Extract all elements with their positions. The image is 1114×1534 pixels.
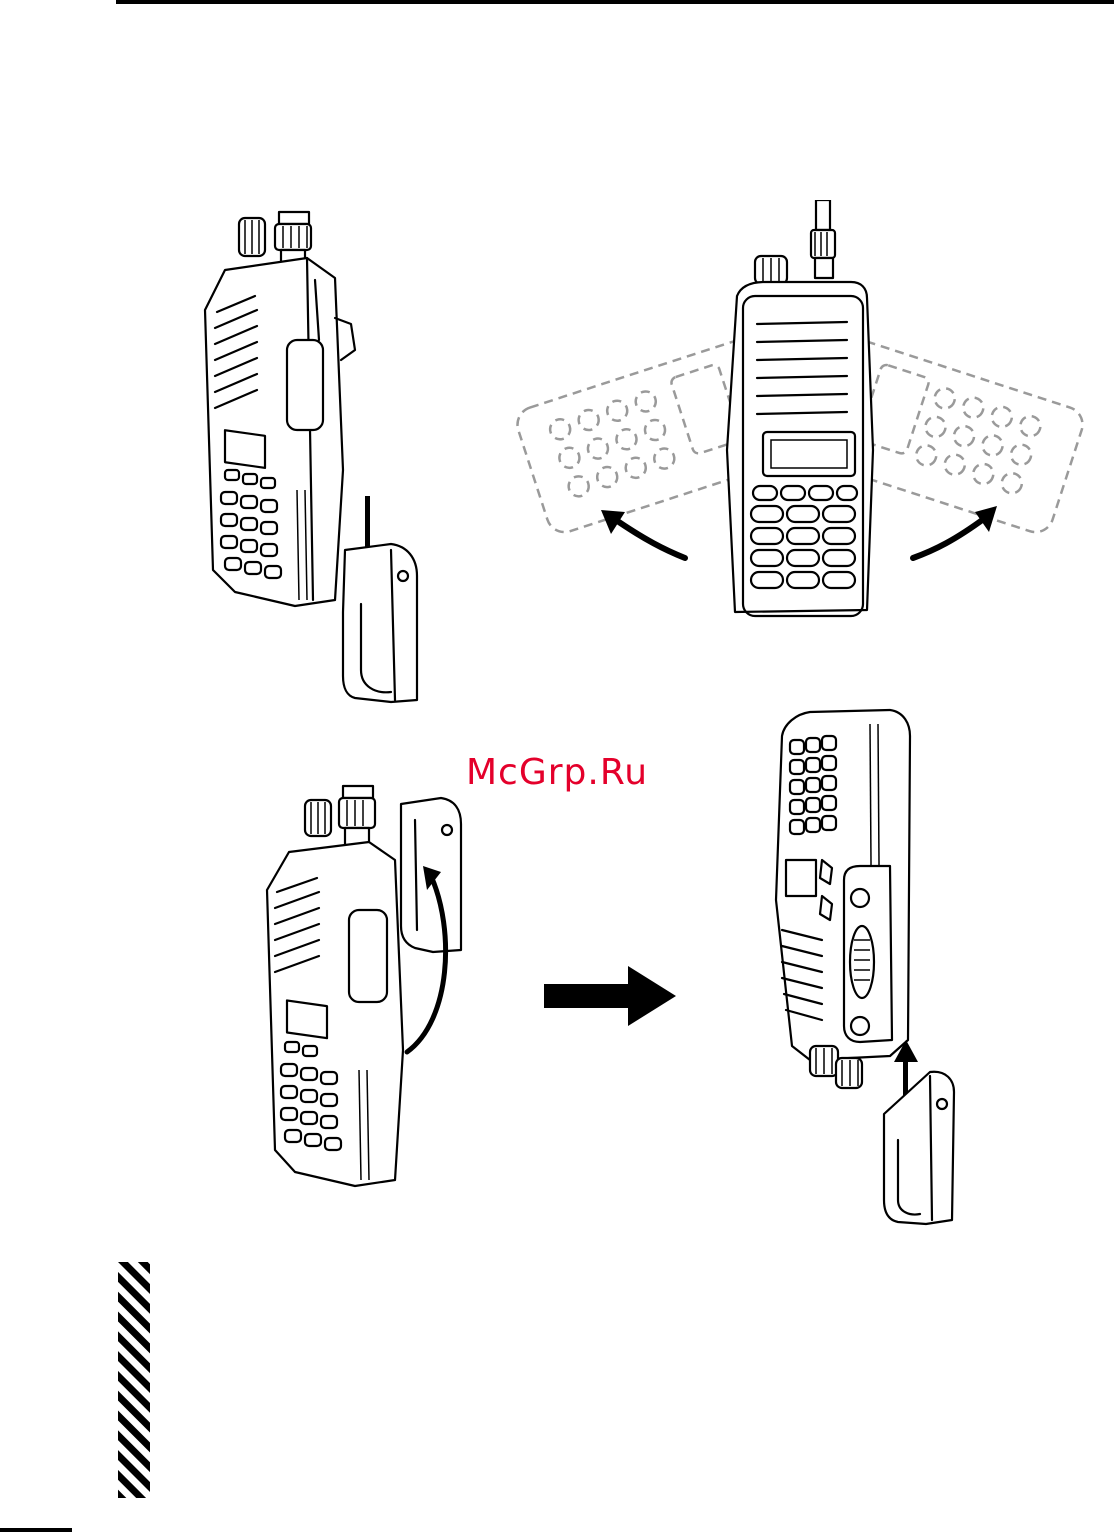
hatched-sidebar-icon [118,1262,150,1498]
radio-upside-down-clip-icon [770,700,970,1230]
top-rule [116,0,1114,4]
figure-detach-clip [255,780,475,1190]
right-arrow-icon [544,964,680,1028]
figure-remove-clip [770,700,970,1230]
radio-rotation-icon [515,200,1090,640]
radio-clip-rotate-icon [255,780,475,1190]
radio-side-clip-down-icon [195,200,435,710]
watermark: McGrp.Ru [466,752,648,793]
figure-rotate-radio [515,200,1090,640]
figure-attach-clip [195,200,435,710]
bottom-rule [0,1528,72,1532]
